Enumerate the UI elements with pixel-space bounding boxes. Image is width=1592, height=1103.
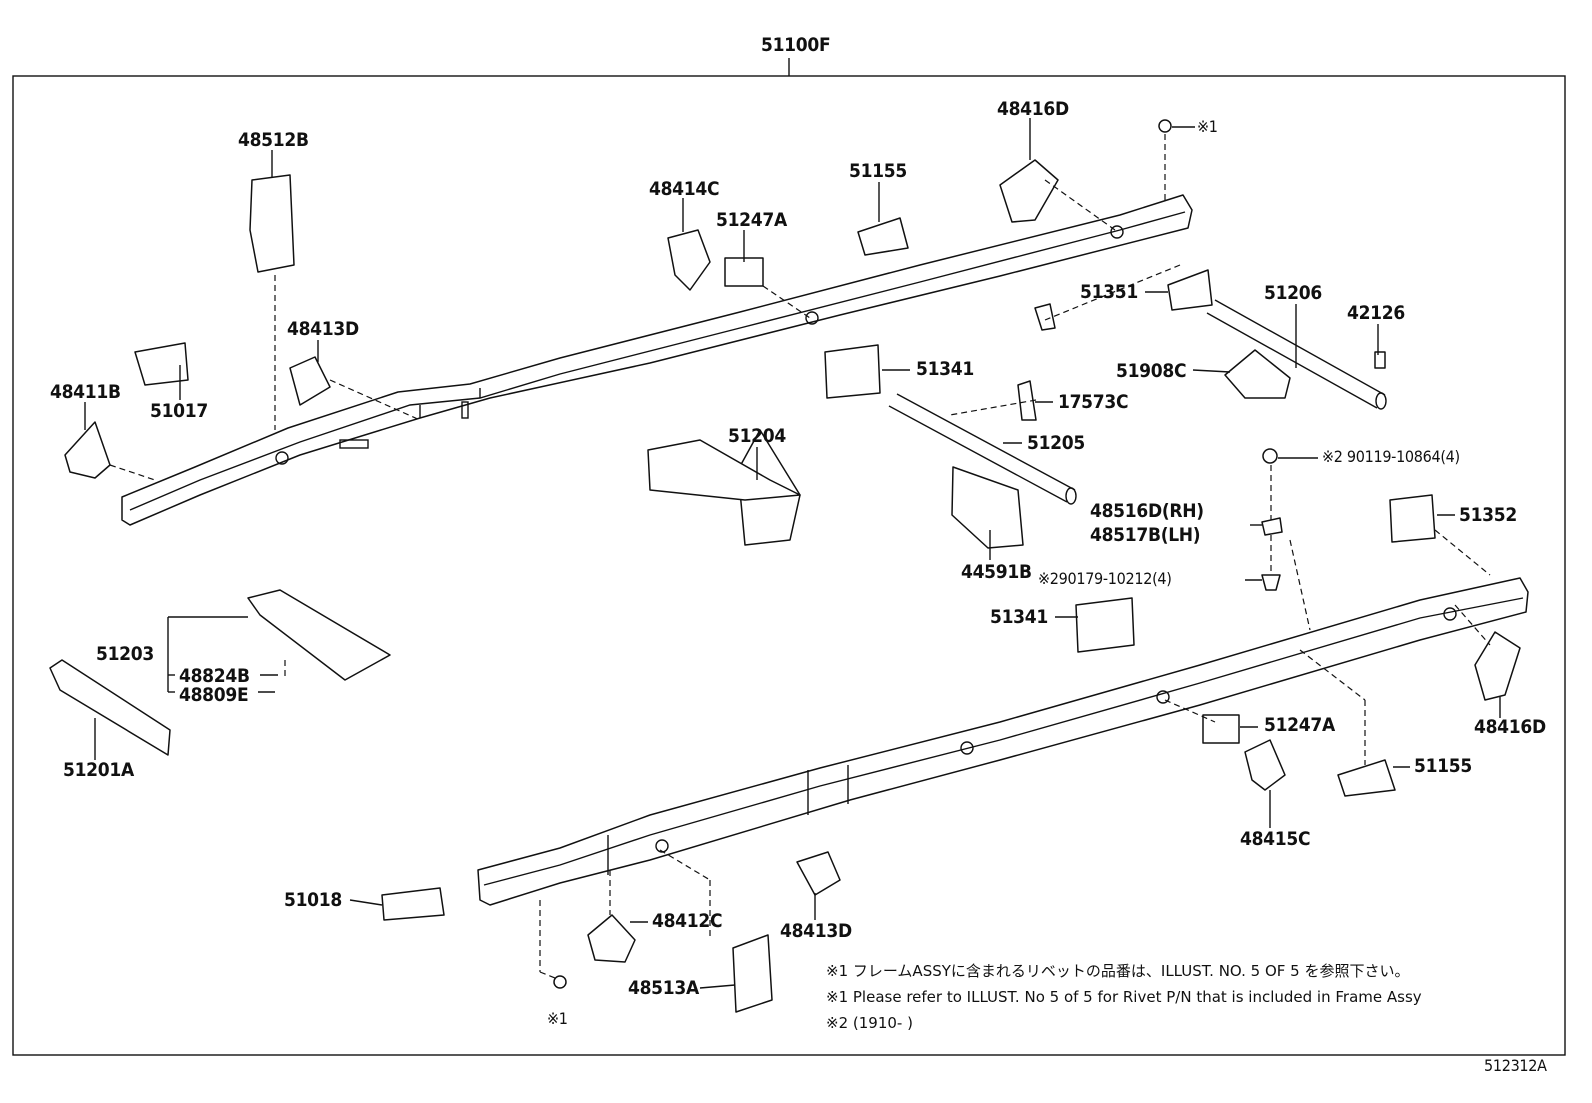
label-assembly: 51100F [761, 34, 831, 56]
part-51341-top [824, 344, 881, 399]
part-48413D-top [289, 356, 331, 406]
part-48411B [64, 421, 111, 479]
label-48413D-top[interactable]: 48413D [287, 318, 359, 340]
part-51155-top [857, 217, 909, 256]
label-48412C[interactable]: 48412C [652, 910, 723, 932]
rivet-bottom [553, 975, 567, 989]
part-48512B [249, 174, 295, 273]
part-51247A-top [724, 257, 764, 287]
label-51247A-top[interactable]: 51247A [716, 209, 787, 231]
leader-lines [84, 118, 1501, 989]
part-51352 [1389, 494, 1436, 543]
label-51206[interactable]: 51206 [1264, 282, 1322, 304]
part-51204-top [647, 439, 801, 501]
label-nut-ref[interactable]: ※290179-10212(4) [1038, 569, 1172, 588]
bolt [1262, 448, 1278, 464]
dashed-leaders [109, 134, 1491, 979]
label-48411B[interactable]: 48411B [50, 381, 121, 403]
label-51203[interactable]: 51203 [96, 643, 154, 665]
part-17573C [1017, 380, 1037, 421]
label-51351[interactable]: 51351 [1080, 281, 1138, 303]
part-48516D [1261, 517, 1283, 536]
part-51017 [134, 342, 189, 386]
label-51205[interactable]: 51205 [1027, 432, 1085, 454]
lower-frame-rail [477, 577, 1529, 906]
clip-upper [1034, 303, 1056, 331]
crossmember-tube-51206 [1206, 299, 1387, 410]
part-48416D-right [1474, 631, 1521, 701]
part-51247A-right [1202, 714, 1240, 744]
label-rivet1-bottom: ※1 [547, 1009, 568, 1028]
note-2: ※2 (1910- ) [826, 1014, 913, 1032]
part-48415C [1244, 739, 1286, 791]
label-48414C[interactable]: 48414C [649, 178, 720, 200]
nut [1261, 574, 1281, 591]
part-51155-right [1337, 759, 1396, 797]
part-51201A [49, 659, 171, 756]
label-48416D-right[interactable]: 48416D [1474, 716, 1546, 738]
label-51155-top[interactable]: 51155 [849, 160, 907, 182]
label-48809E[interactable]: 48809E [179, 684, 249, 706]
part-51203 [247, 589, 391, 681]
note-1-jp: ※1 フレームASSYに含まれるリベットの品番は、ILLUST. NO. 5 O… [826, 962, 1410, 980]
part-42126 [1374, 351, 1386, 369]
label-51155-right[interactable]: 51155 [1414, 755, 1472, 777]
upper-frame-rail [121, 194, 1193, 526]
label-48824B[interactable]: 48824B [179, 665, 250, 687]
label-51204[interactable]: 51204 [728, 425, 786, 447]
diagram-border [12, 75, 1566, 1056]
crossmember-tube-51205 [888, 393, 1077, 505]
label-17573C[interactable]: 17573C [1058, 391, 1129, 413]
part-48414C [667, 229, 711, 291]
part-48413D-bottom [796, 851, 841, 896]
label-51247A-right[interactable]: 51247A [1264, 714, 1335, 736]
label-51201A[interactable]: 51201A [63, 759, 134, 781]
label-51341-mid[interactable]: 51341 [990, 606, 1048, 628]
part-51018 [381, 887, 445, 921]
label-48415C[interactable]: 48415C [1240, 828, 1311, 850]
rivet-top [1158, 119, 1172, 133]
label-42126[interactable]: 42126 [1347, 302, 1405, 324]
part-48416D-top [999, 159, 1059, 223]
label-rivet1-top: ※1 [1197, 117, 1218, 136]
label-48512B[interactable]: 48512B [238, 129, 309, 151]
label-48517B[interactable]: 48517B(LH) [1090, 524, 1201, 546]
label-51341-top[interactable]: 51341 [916, 358, 974, 380]
part-51341-mid [1075, 597, 1135, 653]
part-44591B [951, 466, 1024, 549]
label-51017[interactable]: 51017 [150, 400, 208, 422]
illustration-code: 512312A [1484, 1056, 1547, 1075]
part-51908C [1224, 349, 1291, 399]
part-48412C [587, 914, 636, 963]
part-51351 [1167, 269, 1213, 311]
note-1-en: ※1 Please refer to ILLUST. No 5 of 5 for… [826, 988, 1422, 1006]
label-44591B[interactable]: 44591B [961, 561, 1032, 583]
part-48513A [732, 934, 773, 1013]
label-bolt-ref[interactable]: ※2 90119-10864(4) [1322, 447, 1460, 466]
label-48413D-bottom[interactable]: 48413D [780, 920, 852, 942]
label-51018[interactable]: 51018 [284, 889, 342, 911]
label-48416D-top[interactable]: 48416D [997, 98, 1069, 120]
label-48513A[interactable]: 48513A [628, 977, 699, 999]
label-51908C[interactable]: 51908C [1116, 360, 1187, 382]
label-51352[interactable]: 51352 [1459, 504, 1517, 526]
label-48516D[interactable]: 48516D(RH) [1090, 500, 1204, 522]
